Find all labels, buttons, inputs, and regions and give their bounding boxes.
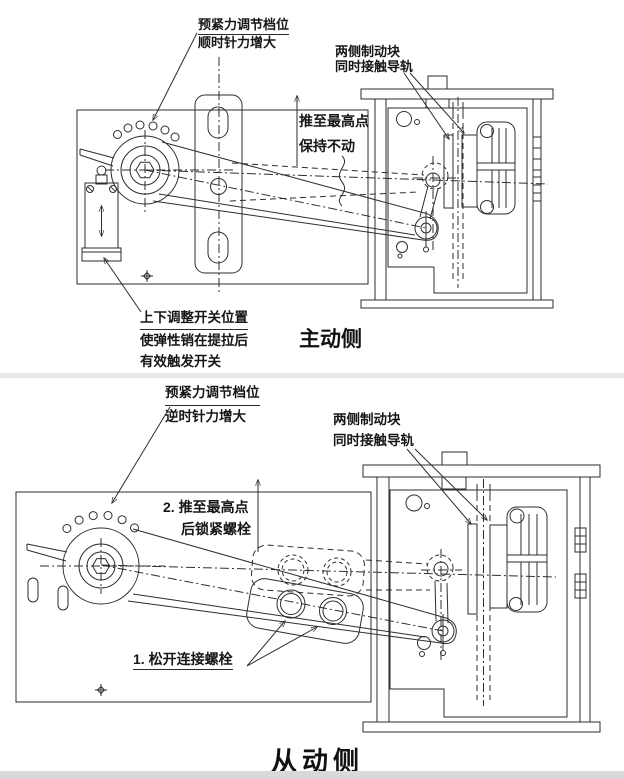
lever-arm — [152, 141, 439, 241]
base-plate — [76, 109, 369, 285]
bottom-diagram-driven-side — [15, 406, 601, 733]
bolt-stack — [532, 136, 542, 171]
label-line: 顺时针力增大 — [198, 34, 277, 50]
label-line: 逆时针力增大 — [165, 409, 246, 424]
label-line: 预紧力调节档位 — [165, 382, 260, 406]
brake-frame — [362, 451, 601, 733]
spring-block — [476, 121, 516, 215]
label-line: 使弹性销在提拉后 — [140, 333, 248, 348]
scan-artifact-band — [0, 771, 624, 779]
brake-pads — [443, 134, 478, 209]
connecting-bolt — [276, 589, 306, 619]
bolt-stack — [574, 527, 587, 553]
plate-slots — [27, 577, 69, 611]
label-line: 同时接触导轨 — [335, 58, 414, 74]
bottom-label-brake-blocks: 两侧制动块 同时接触导轨 — [333, 409, 414, 451]
bottom-label-loosen: 1. 松开连接螺栓 — [133, 651, 233, 670]
bolt-stack — [574, 573, 587, 599]
top-label-brake-blocks: 两侧制动块 同时接触导轨 — [335, 44, 414, 74]
scan-artifact-band — [0, 373, 624, 378]
left-brake-pad — [467, 523, 478, 615]
slotted-bracket — [194, 57, 243, 292]
label-line: 预紧力调节档位 — [198, 17, 290, 35]
handle-stub — [79, 148, 115, 167]
top-bolt — [441, 451, 468, 466]
plunger-dome — [96, 165, 107, 176]
top-bolt — [427, 75, 448, 90]
label-line: 1. 松开连接螺栓 — [133, 651, 233, 670]
top-diagram-drive-side — [76, 32, 554, 313]
arm-pivot-bolt — [414, 211, 438, 253]
lever-hub — [40, 527, 165, 605]
adjustment-holes — [113, 120, 180, 142]
brake-link — [413, 156, 457, 252]
bottom-label-pretension: 预紧力调节档位 逆时针力增大 — [165, 382, 260, 428]
brake-pads — [467, 523, 508, 615]
top-label-pretension: 预紧力调节档位 顺时针力增大 — [198, 17, 290, 50]
bottom-label-push-lock: 2. 推至最高点 后锁紧螺栓 — [163, 496, 251, 540]
brake-frame — [360, 75, 554, 309]
spring-block — [506, 506, 548, 613]
top-label-push-hold: 推至最高点 保持不动 — [299, 109, 369, 159]
handle-stub — [26, 543, 68, 562]
left-brake-pad — [443, 134, 454, 209]
limit-switch — [81, 165, 122, 262]
label-line: 上下调整开关位置 — [140, 307, 248, 330]
top-label-switch-adjust: 上下调整开关位置 使弹性销在提拉后 有效触发开关 — [140, 307, 248, 372]
guide-rail — [476, 479, 491, 706]
leader-lines — [112, 406, 487, 667]
adjustment-holes — [62, 511, 139, 533]
brake-housing — [387, 107, 528, 294]
label-line: 后锁紧螺栓 — [181, 521, 251, 537]
brake-housing — [389, 489, 568, 718]
plate-center-mark — [141, 270, 153, 282]
arm-pivot-bolt — [431, 614, 455, 656]
label-line: 两侧制动块 — [333, 412, 401, 427]
brake-link — [421, 549, 462, 660]
plate-center-mark — [95, 684, 107, 696]
guide-rail — [452, 97, 464, 288]
right-brake-pad — [489, 524, 508, 609]
center-axes — [100, 564, 557, 632]
bolt-stack — [532, 176, 542, 202]
phantom-arm — [144, 155, 549, 229]
right-brake-pad — [461, 134, 478, 208]
leader-lines — [104, 32, 464, 313]
label-line: 保持不动 — [299, 138, 355, 154]
lever-hub — [105, 130, 235, 212]
label-line: 同时接触导轨 — [333, 433, 414, 448]
top-diagram-title: 主动侧 — [299, 328, 362, 351]
label-line: 有效触发开关 — [140, 354, 221, 369]
label-line: 两侧制动块 — [335, 44, 401, 59]
phantom-connection-plate — [250, 544, 430, 597]
connection-plate — [246, 578, 364, 644]
label-line: 推至最高点 — [299, 113, 369, 129]
connecting-bolt — [319, 597, 347, 625]
label-line: 2. 推至最高点 — [163, 499, 249, 515]
lever-arm — [127, 528, 457, 645]
